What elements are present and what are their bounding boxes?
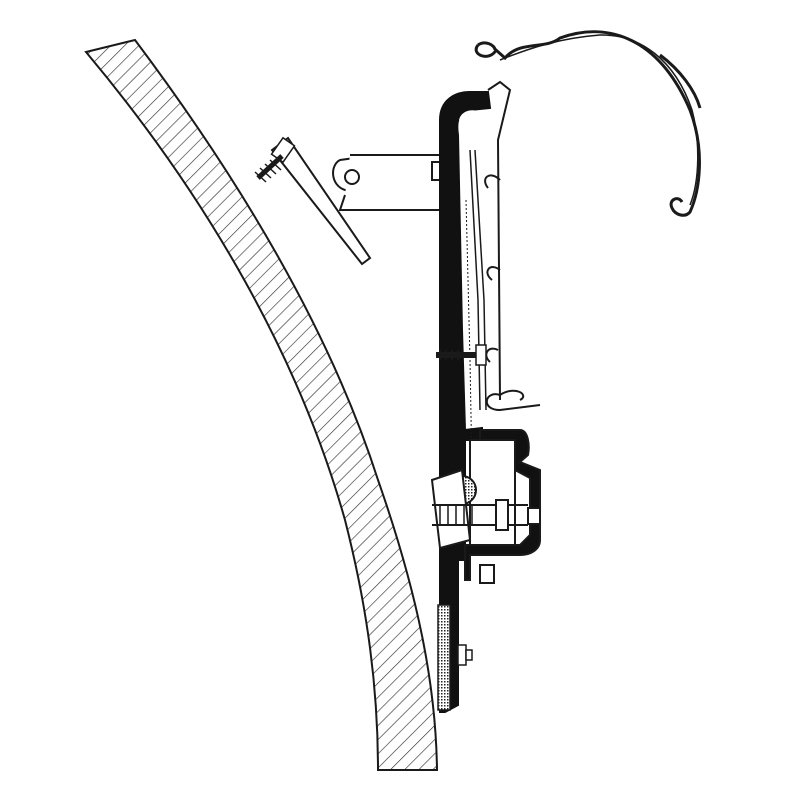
fabric-line: [465, 199, 473, 471]
adapter-rail-inner: [459, 110, 479, 141]
awning-strip: [469, 149, 487, 411]
top-bracket: [270, 136, 459, 266]
bottom-bolt: [457, 644, 473, 666]
screw-icon: [436, 344, 487, 366]
awning-rail-profile: [484, 80, 541, 412]
seal-strip: [437, 604, 451, 711]
vehicle-wall: [84, 38, 439, 771]
screw-icon: [254, 136, 296, 183]
awning-cassette: [474, 30, 702, 217]
awning-cassette-inner: [499, 34, 699, 206]
lower-clamp: [430, 429, 541, 584]
